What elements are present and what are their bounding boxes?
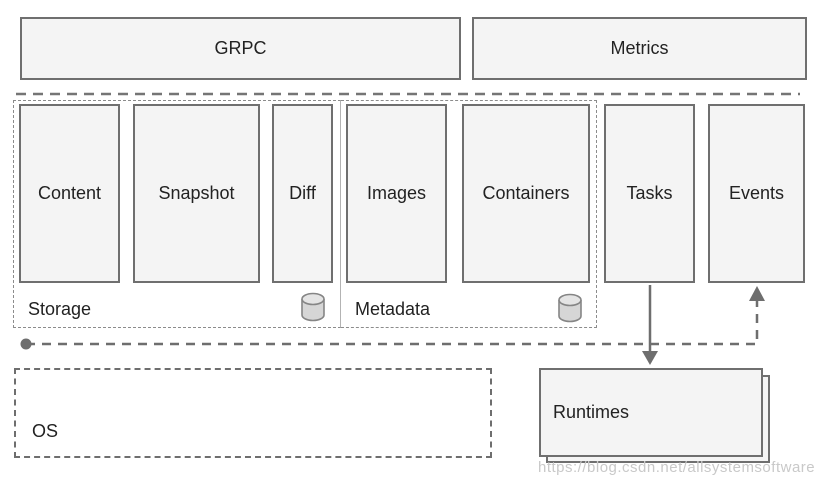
metrics-label: Metrics bbox=[610, 38, 669, 58]
tasks-box: Tasks bbox=[604, 104, 695, 283]
containers-box: Containers bbox=[462, 104, 590, 283]
database-icon bbox=[301, 292, 325, 322]
diff-box: Diff bbox=[272, 104, 333, 283]
tasks-label: Tasks bbox=[626, 183, 673, 203]
metadata-group: Metadata bbox=[341, 100, 597, 328]
events-arrowhead-icon bbox=[749, 286, 765, 301]
os-box: OS bbox=[14, 368, 492, 458]
storage-group-label: Storage bbox=[28, 299, 92, 319]
snapshot-box: Snapshot bbox=[133, 104, 260, 283]
runtimes-box: Runtimes bbox=[539, 368, 763, 457]
event-bus-dashed-line bbox=[26, 300, 759, 346]
images-box: Images bbox=[346, 104, 447, 283]
snapshot-label: Snapshot bbox=[158, 183, 235, 203]
grpc-label: GRPC bbox=[214, 38, 267, 58]
storage-group: Storage bbox=[13, 100, 341, 328]
content-label: Content bbox=[37, 183, 102, 203]
content-box: Content bbox=[19, 104, 120, 283]
events-box: Events bbox=[708, 104, 805, 283]
watermark: https://blog.csdn.net/allsystemsoftware bbox=[538, 459, 816, 476]
metadata-group-label: Metadata bbox=[355, 299, 431, 319]
images-label: Images bbox=[366, 183, 427, 203]
grpc-box: GRPC bbox=[20, 17, 461, 80]
database-icon bbox=[558, 293, 582, 323]
containers-label: Containers bbox=[482, 183, 570, 203]
os-label: OS bbox=[32, 421, 59, 441]
metrics-box: Metrics bbox=[472, 17, 807, 80]
runtimes-label: Runtimes bbox=[553, 402, 630, 422]
events-label: Events bbox=[728, 183, 785, 203]
tasks-arrowhead-icon bbox=[642, 351, 658, 365]
diff-label: Diff bbox=[289, 183, 316, 203]
